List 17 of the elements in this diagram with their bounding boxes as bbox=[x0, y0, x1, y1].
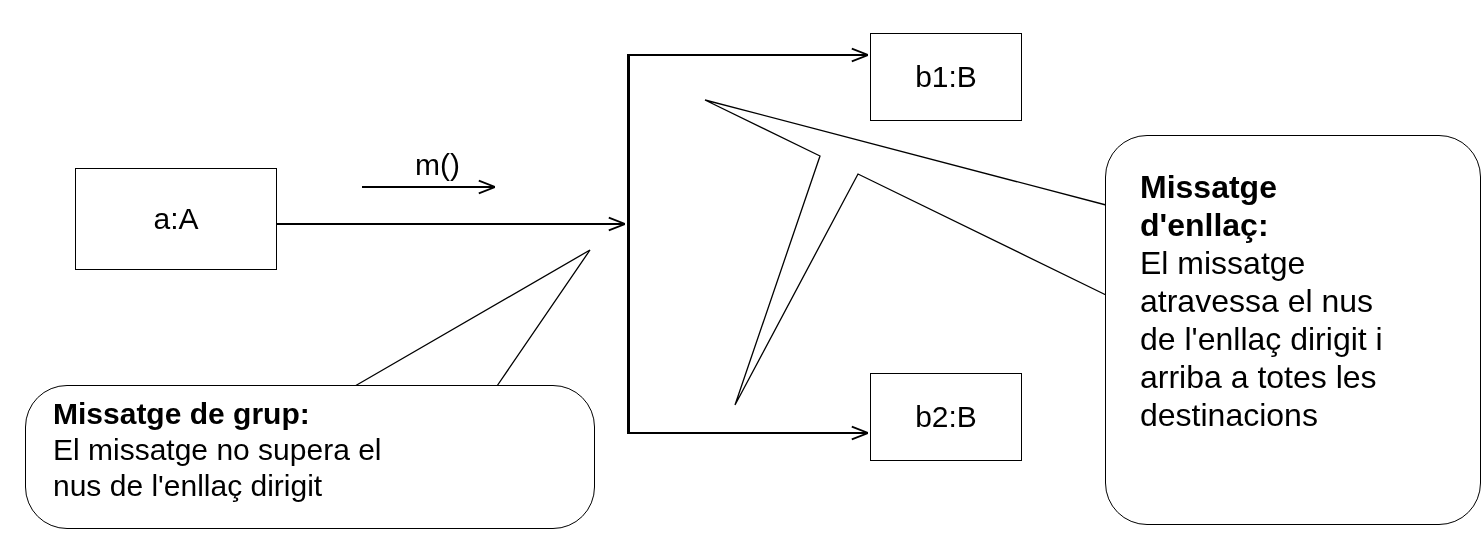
arrow bbox=[276, 216, 626, 232]
callout-text: El missatge atravessa el nus de l'enllaç dirigit i arriba a totes les destinacions bbox=[1140, 244, 1384, 434]
callout-heading: Missatge d'enllaç: bbox=[1140, 168, 1278, 244]
callout-bubble bbox=[25, 385, 595, 529]
object-box bbox=[75, 168, 277, 270]
arrow bbox=[628, 47, 869, 63]
junction-bar bbox=[627, 54, 630, 434]
message-label: m() bbox=[415, 148, 460, 182]
object-name: a:A bbox=[153, 202, 199, 236]
object-box bbox=[870, 33, 1022, 121]
arrow bbox=[628, 425, 869, 441]
callout-heading: Missatge de grup: bbox=[53, 396, 311, 432]
object-name: b2:B bbox=[915, 400, 977, 434]
callout-text: El missatge no supera el nus de l'enllaç dirigit bbox=[53, 432, 383, 504]
object-name: b1:B bbox=[915, 60, 977, 94]
object-box bbox=[870, 373, 1022, 461]
callout-bubble bbox=[1105, 135, 1481, 525]
